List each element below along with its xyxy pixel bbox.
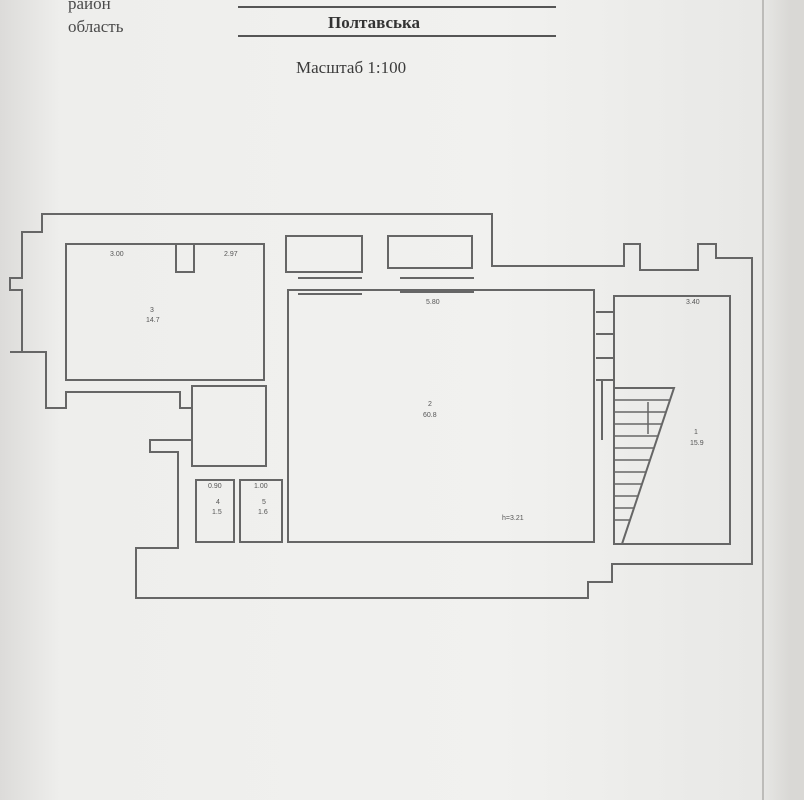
district-label: район (68, 0, 111, 13)
room-5 (239, 479, 283, 543)
room-2-width: 5.80 (426, 299, 440, 306)
room-3 (65, 243, 265, 381)
door-connector (596, 311, 614, 440)
room-3-width-right: 2.97 (224, 251, 238, 258)
room-1 (613, 295, 731, 545)
room-5-area: 1.6 (258, 509, 268, 516)
window-lines (298, 277, 474, 295)
room-3-niche (175, 244, 195, 273)
outer-wall (9, 213, 753, 599)
scale-label: Масштаб 1:100 (296, 58, 407, 77)
vestibule (285, 235, 363, 273)
room-3-area: 14.7 (146, 317, 160, 324)
room-2-area: 60.8 (423, 412, 437, 419)
room-5-width: 1.00 (254, 483, 268, 490)
room-3-width-left: 3.00 (110, 251, 124, 258)
page-edge (762, 0, 764, 800)
region-label: область (68, 17, 124, 36)
region-underline (238, 35, 556, 37)
vestibule-2 (387, 235, 473, 269)
room-2-number: 2 (428, 401, 432, 408)
room-4-area: 1.5 (212, 509, 222, 516)
room-5-number: 5 (262, 499, 266, 506)
stair-steps (614, 399, 670, 521)
room-3-number: 3 (150, 307, 154, 314)
room-4-width: 0.90 (208, 483, 222, 490)
region-value: Полтавська (328, 13, 421, 32)
room-4-number: 4 (216, 499, 220, 506)
room-1-width: 3.40 (686, 299, 700, 306)
room-4 (195, 479, 235, 543)
room-2 (287, 289, 595, 543)
staircase (614, 387, 676, 545)
room-1-number: 1 (694, 429, 698, 436)
small-room (191, 385, 267, 467)
room-1-area: 15.9 (690, 440, 704, 447)
district-underline (238, 6, 556, 8)
room-2-height: h=3.21 (502, 515, 524, 522)
